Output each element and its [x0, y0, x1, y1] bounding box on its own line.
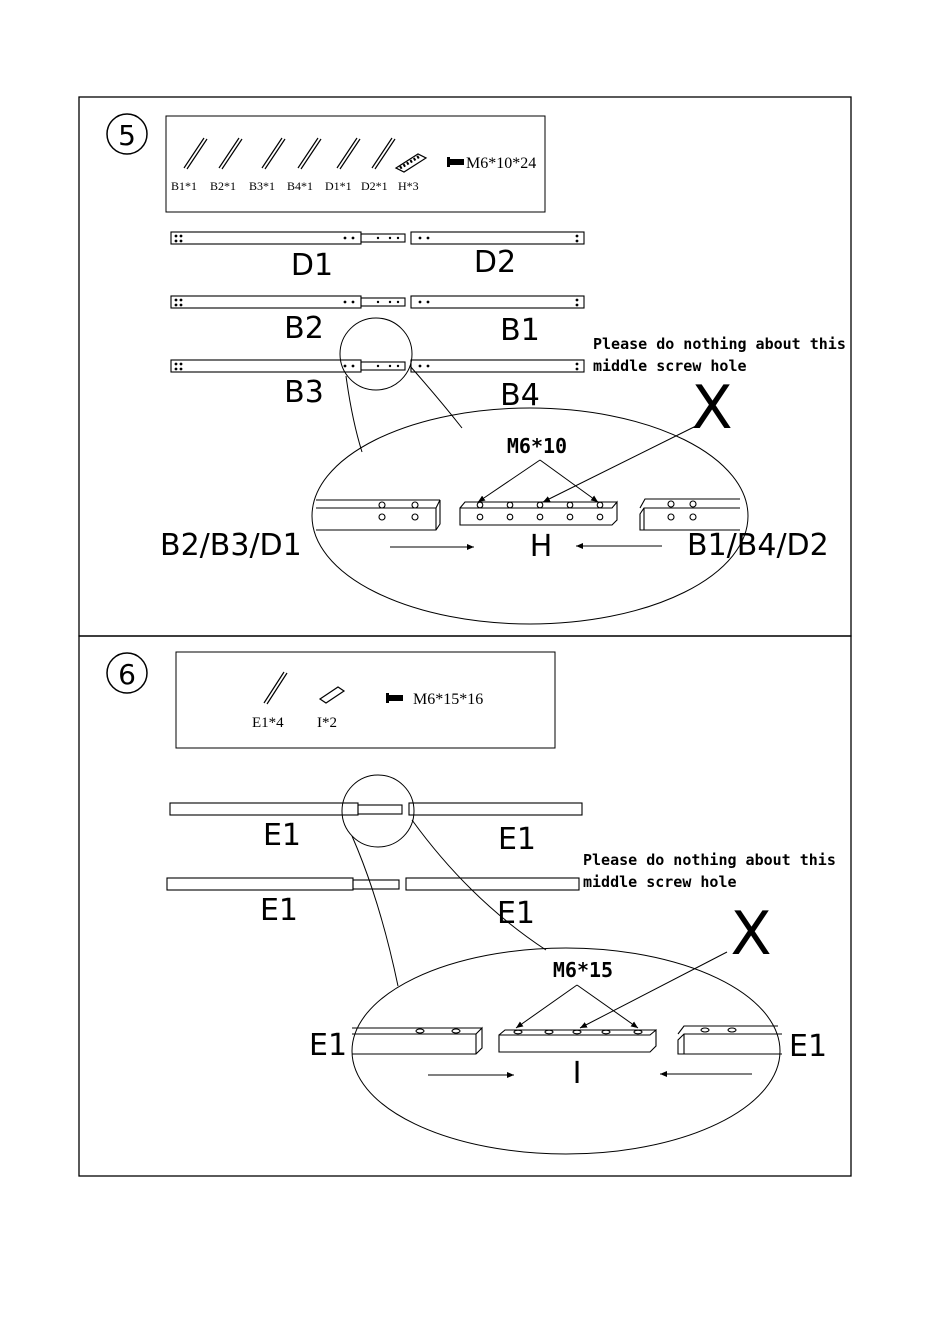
step-6-detail-right-label: E1 — [789, 1029, 827, 1064]
part-label-d1: D1*1 — [325, 179, 352, 193]
beam-label-b2: B2 — [284, 311, 324, 346]
beam-label-b3: B3 — [284, 375, 324, 410]
beam-label-e1-row2-left: E1 — [260, 893, 298, 928]
step-6-rod-icon — [264, 672, 287, 704]
step-6-detail-center-label: I — [573, 1056, 582, 1091]
step-5-cross-mark: X — [691, 373, 732, 443]
step-6-detail-connector-i — [499, 1030, 656, 1052]
step-6-panel: 6 M6*15*16 E1*4 I*2 E1 E1 E1 E1 — [79, 636, 851, 1176]
step-6-cross-mark: X — [730, 899, 771, 969]
part-label-i: I*2 — [317, 715, 337, 731]
step-5-screw-label: M6*10*24 — [466, 155, 536, 172]
step-5-beam-holes — [175, 235, 579, 371]
step-6-detail-left-beam — [352, 1028, 482, 1054]
beam-label-e1-row1-left: E1 — [263, 818, 301, 853]
part-label-h: H*3 — [398, 179, 419, 193]
step-5-detail-right-beam — [640, 499, 740, 530]
step-6-note-line-2: middle screw hole — [583, 873, 737, 891]
beam-label-b1: B1 — [500, 313, 540, 348]
step-5-zoom-line-left — [346, 376, 362, 452]
part-label-b1: B1*1 — [171, 179, 197, 193]
step-5-zoom-circle — [340, 318, 412, 390]
step-5-number: 5 — [118, 119, 136, 152]
step-6-zoom-circle — [342, 775, 414, 847]
step-6-number: 6 — [118, 658, 136, 691]
step-5-rod-icons — [184, 138, 395, 169]
step-5-screw-icon — [447, 157, 464, 167]
step-5-detail-right-label: B1/B4/D2 — [687, 528, 829, 563]
beam-label-d2: D2 — [474, 245, 516, 280]
step-6-screw-icon — [386, 693, 403, 703]
step-5-detail-center-label: H — [530, 529, 553, 564]
step-6-detail-left-label: E1 — [309, 1028, 347, 1063]
part-label-d2: D2*1 — [361, 179, 388, 193]
step-6-parts-box — [176, 652, 555, 748]
step-6-connector-icon — [320, 687, 344, 703]
step-6-detail-right-beam — [678, 1026, 782, 1054]
part-label-b2: B2*1 — [210, 179, 236, 193]
step-5-panel: 5 M6*10*24 B1*1 B2*1 B3*1 B4*1 D1*1 D2*1 — [79, 97, 851, 636]
step-5-note-line-1: Please do nothing about this — [593, 335, 846, 353]
step-5-detail-screw-label: M6*10 — [507, 434, 567, 458]
part-label-e1: E1*4 — [252, 715, 284, 731]
step-6-screw-label: M6*15*16 — [413, 691, 483, 708]
part-label-b4: B4*1 — [287, 179, 313, 193]
step-5-detail-connector-h — [460, 502, 617, 525]
step-5-detail-left-label: B2/B3/D1 — [160, 528, 302, 563]
beam-label-e1-row1-right: E1 — [498, 822, 536, 857]
step-5-detail-left-beam — [316, 500, 440, 530]
beam-label-d1: D1 — [291, 248, 333, 283]
step-6-note-line-1: Please do nothing about this — [583, 851, 836, 869]
part-label-b3: B3*1 — [249, 179, 275, 193]
step-6-zoom-line-left — [352, 836, 398, 986]
step-5-connector-icon — [396, 154, 426, 172]
step-6-detail-screw-label: M6*15 — [553, 958, 613, 982]
beam-label-e1-row2-right: E1 — [497, 896, 535, 931]
